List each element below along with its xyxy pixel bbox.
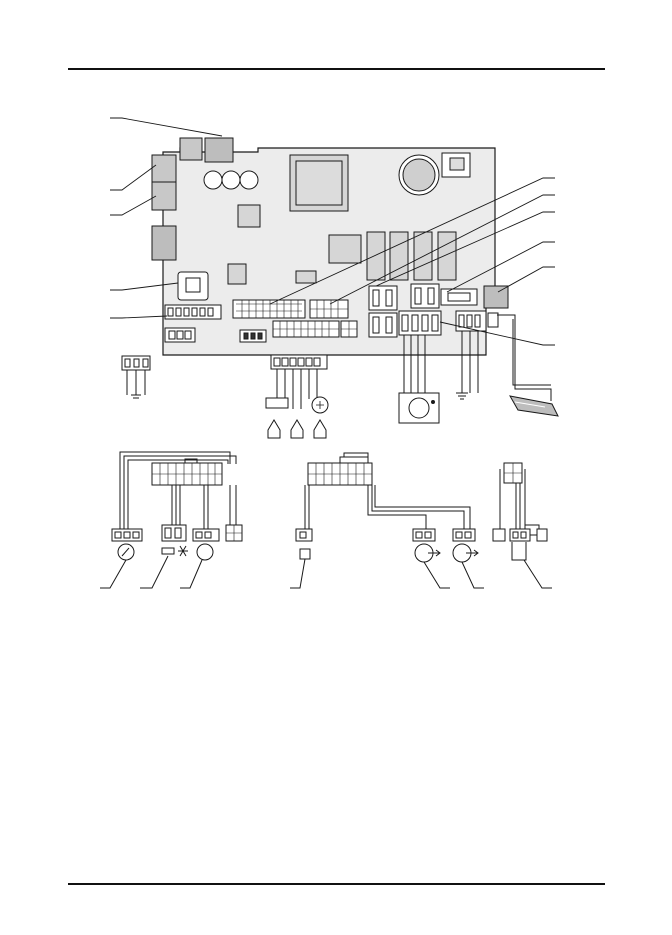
sensor-probe-icon (313, 419, 327, 439)
chip (295, 270, 317, 284)
power-connector-3 (410, 283, 440, 309)
solenoid-valve-icon (140, 524, 188, 589)
dip-switch (239, 329, 267, 343)
ground-plug (121, 355, 151, 399)
capacitor (221, 170, 241, 190)
top-connector-1 (179, 137, 203, 161)
sensor-connector (265, 354, 329, 439)
left-bottom-connector (164, 304, 222, 320)
relay (389, 231, 409, 281)
fuse (440, 288, 478, 306)
chip (328, 234, 362, 264)
left-connector-3 (151, 225, 177, 261)
display-cable (497, 314, 559, 417)
ground-icon (456, 331, 479, 400)
main-connector-c (272, 320, 358, 338)
chip (237, 204, 261, 228)
right-terminal (483, 285, 509, 309)
capacitor (203, 170, 223, 190)
footer-rule (68, 883, 605, 885)
top-connector-2 (204, 137, 234, 163)
chip (227, 263, 247, 285)
fan-icon (180, 528, 220, 589)
power-connector-1 (368, 285, 398, 311)
sensor-probe-icon (290, 419, 304, 439)
fan-motor-icon (452, 528, 484, 589)
header-rule (68, 68, 605, 70)
small-terminal (487, 312, 499, 328)
ground-connector (455, 310, 487, 332)
small-connector (164, 327, 196, 343)
harness-3 (492, 462, 552, 589)
pressure-gauge-icon (100, 528, 143, 589)
relay (366, 231, 386, 281)
harness-2 (304, 452, 471, 529)
relay (437, 231, 457, 281)
power-connector-4 (398, 310, 442, 336)
main-connector-b (309, 299, 349, 319)
callout-lines (110, 117, 555, 346)
main-connector-a (232, 299, 306, 319)
left-connector-1 (151, 154, 177, 186)
motor-icon (398, 335, 440, 424)
power-connector-2 (368, 312, 398, 338)
pressure-switch-icon (290, 528, 313, 589)
sensor-probe-icon (267, 419, 281, 439)
capacitor (239, 170, 259, 190)
harness-1 (119, 451, 237, 530)
pump-icon (412, 528, 450, 589)
